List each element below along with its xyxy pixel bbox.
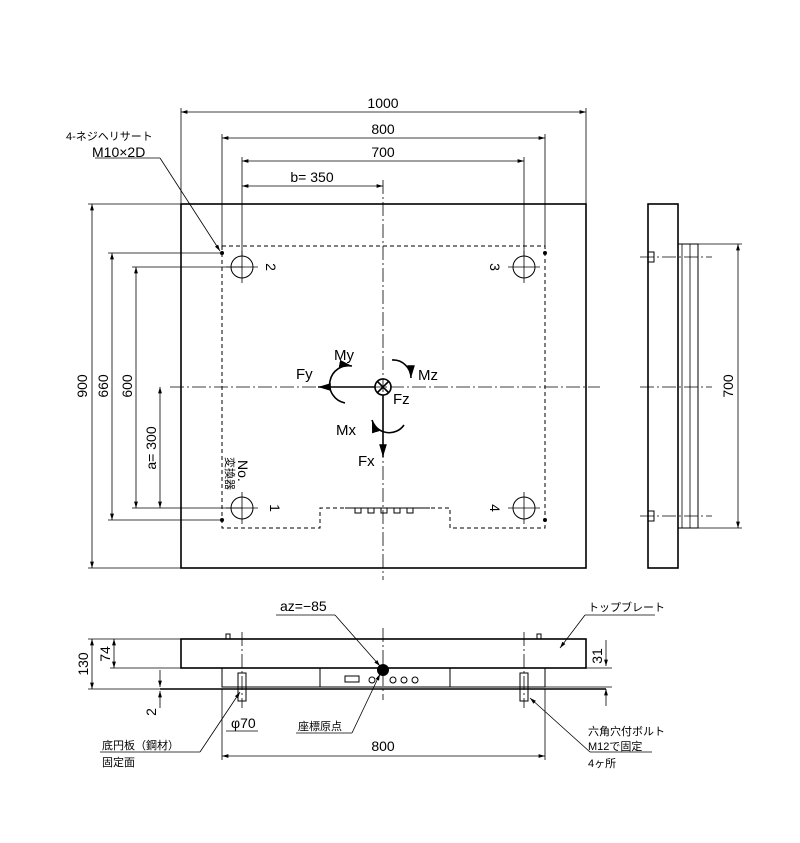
hole-label-2: 2 bbox=[263, 263, 279, 271]
dim-31: 31 bbox=[589, 648, 605, 664]
sensor-label-2: No. bbox=[235, 460, 251, 482]
top-plate-label: トップブレート bbox=[588, 600, 665, 614]
connector-detail bbox=[345, 507, 430, 514]
label-fx: Fx bbox=[358, 453, 375, 470]
dim-1000: 1000 bbox=[367, 95, 398, 111]
dim-74: 74 bbox=[97, 646, 113, 662]
dim-900: 900 bbox=[74, 374, 90, 398]
dim-2: 2 bbox=[143, 708, 159, 716]
hole-4 bbox=[508, 492, 540, 524]
insert-label-1: 4-ネジヘリサート bbox=[66, 130, 153, 143]
hole-label-3: 3 bbox=[487, 263, 503, 271]
sensor-label-1: 変換器 bbox=[223, 457, 237, 490]
dim-700-top: 700 bbox=[371, 144, 395, 160]
label-my: My bbox=[334, 347, 354, 364]
dim-600: 600 bbox=[119, 374, 135, 398]
label-fy: Fy bbox=[296, 366, 313, 383]
front-view: 130 74 2 31 800 φ70 az=−85 トップブレート 座標原点 bbox=[75, 598, 665, 770]
hole-label-4: 4 bbox=[487, 504, 503, 512]
dim-a: a= 300 bbox=[143, 426, 159, 469]
top-view: 1000 800 700 b= 350 900 660 600 a= 300 4… bbox=[66, 95, 600, 580]
dim-800-top: 800 bbox=[371, 121, 395, 137]
force-diagram: Fy My Mz Fz Mx Fx bbox=[296, 347, 438, 470]
base-label-2: 固定面 bbox=[102, 755, 135, 769]
label-fz: Fz bbox=[393, 391, 410, 408]
label-mx: Mx bbox=[336, 422, 356, 439]
side-dim-700: 700 bbox=[720, 374, 736, 398]
base-label-1: 底円板（鋼材） bbox=[102, 738, 179, 752]
dim-660: 660 bbox=[95, 374, 111, 398]
sensor-frame-dashed bbox=[221, 245, 546, 529]
side-plate-outline bbox=[647, 203, 679, 569]
bolt-label-3: 4ヶ所 bbox=[588, 757, 616, 770]
dim-az: az=−85 bbox=[280, 598, 327, 614]
top-plate-outline bbox=[180, 203, 587, 569]
dim-800-front: 800 bbox=[371, 738, 395, 754]
label-mz: Mz bbox=[418, 367, 438, 384]
insert-label-2: M10×2D bbox=[92, 144, 145, 160]
origin-label: 座標原点 bbox=[298, 719, 342, 733]
bolt-label-2: M12で固定 bbox=[588, 739, 642, 753]
side-view: 700 bbox=[640, 203, 742, 569]
dim-b: b= 350 bbox=[290, 169, 333, 185]
bolt-label-1: 六角穴付ボルト bbox=[588, 724, 665, 738]
dim-phi70: φ70 bbox=[231, 715, 256, 731]
dim-130: 130 bbox=[75, 652, 91, 676]
hole-label-1: 1 bbox=[267, 504, 283, 512]
